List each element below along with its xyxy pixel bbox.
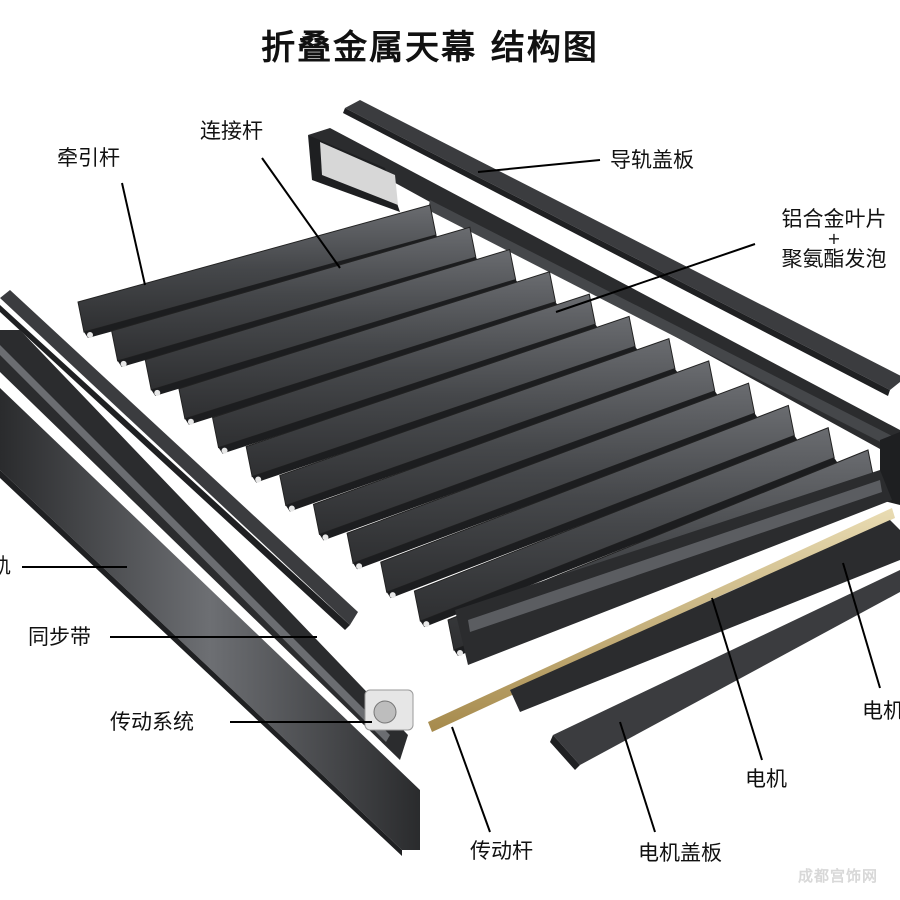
blade-hinge-10 [389,592,396,599]
blade-hinge-12 [457,650,463,656]
label-connecting-rod: 连接杆 [200,119,263,143]
rail-cover-part [343,100,900,396]
leader-drive-rod [451,726,491,833]
blade-hinge-4 [187,418,194,425]
leader-connecting-rod [261,157,341,269]
label-sync-belt: 同步带 [28,625,91,649]
leader-right-partial [842,562,881,689]
blade-hinge-3 [154,389,161,396]
leader-motor [711,597,763,761]
blade-hinge-9 [356,563,363,570]
blade-edge-4 [184,301,560,425]
blade-edge-10 [386,435,799,599]
leader-lines [22,157,881,833]
label-drive-rod: 传动杆 [470,839,533,863]
folding-blades [77,204,878,656]
label-traction-rod: 牵引杆 [57,146,120,170]
blade-edge-3 [151,279,520,396]
leader-motor-cover [619,721,656,833]
blade-edge-2 [117,257,480,367]
blade-edge-11 [420,457,839,628]
right-guide-rail [308,128,900,505]
leader-traction-rod [121,182,146,286]
blade-hinge-1 [87,332,93,338]
label-blades-line2: 聚氨酯发泡 [781,247,887,271]
blade-hinge-6 [255,476,262,483]
label-blades: 铝合金叶片 + 聚氨酯发泡 [768,206,900,272]
blade-hinge-8 [322,534,329,541]
label-motor-cover: 电机盖板 [638,841,722,865]
blade-hinge-2 [120,360,127,367]
front-beam [455,470,892,665]
blade-edge-6 [252,346,640,483]
blade-edge-5 [218,324,600,454]
diagram-title: 折叠金属天幕 结构图 [261,28,599,68]
blade-edge-7 [285,368,679,512]
blade-hinge-5 [221,447,228,454]
label-rail-cover: 导轨盖板 [610,148,694,172]
motor-housing [510,520,900,712]
label-motor: 电机 [745,767,787,791]
blade-edge-9 [353,413,759,570]
blade-hinge-11 [423,621,430,628]
watermark: 成都宫饰网 [797,867,878,885]
blade-hinge-7 [288,505,295,512]
motor-cover-part [550,570,900,770]
label-blades-plus: + [827,229,841,248]
label-right-partial: 电机 [862,699,900,723]
left-rail-cover [0,290,358,630]
label-left-partial: 轨 [0,554,11,578]
leader-blades [555,243,756,313]
leader-rail-cover [477,159,601,173]
blade-edge-8 [319,390,719,541]
blade-edge-1 [84,235,440,338]
label-blades-line1: 铝合金叶片 [781,207,887,231]
label-drive-system: 传动系统 [110,710,194,734]
